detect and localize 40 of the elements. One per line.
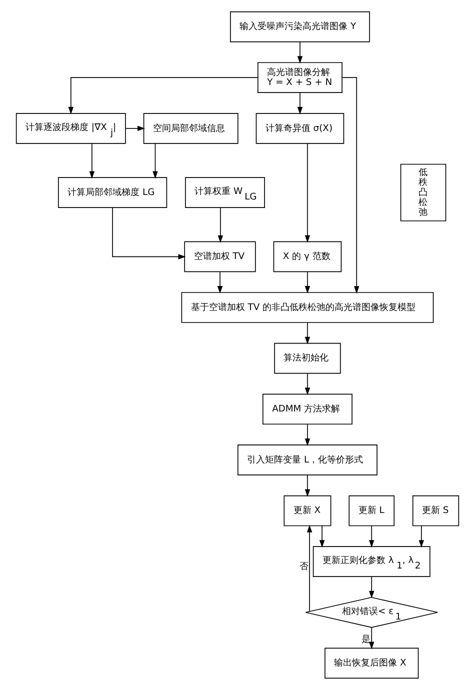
arrow: [368, 576, 374, 598]
node-box: 更新 S: [412, 495, 459, 526]
arrow: [341, 77, 359, 294]
node-box: 基于空谱加权 TV 的非凸低秩松弛的高光谱图像恢复模型: [180, 292, 434, 323]
edge-label: 是: [361, 634, 370, 646]
node-box: 计算奇异值 σ(X): [255, 113, 344, 144]
node-box: ADMM 方法求解: [262, 394, 352, 425]
arrow: [304, 143, 310, 243]
node-box: 更新 L: [348, 495, 394, 526]
arrow: [304, 322, 310, 344]
node-box: 引入矩阵变量 L，化等价形式: [237, 444, 377, 476]
node-box: 空谱加权 TV: [184, 241, 256, 272]
edge-label: 否: [299, 560, 308, 572]
node-box: 低秩凸松弛: [400, 164, 446, 222]
arrow: [216, 272, 222, 294]
node-box: 输入受噪声污染高光谱图像 Y: [230, 11, 370, 42]
arrow: [304, 272, 310, 294]
node-box: 更新 X: [283, 495, 331, 526]
node-box: 输出恢复后图像 X: [324, 648, 418, 679]
node-box: 计算局部邻域梯度 LG: [57, 177, 167, 208]
arrow: [306, 524, 312, 612]
node-box: X 的 γ 范数: [272, 241, 342, 272]
arrow: [152, 143, 158, 179]
arrow: [296, 42, 302, 64]
arrow: [318, 526, 324, 548]
arrow: [88, 143, 94, 179]
arrow: [304, 474, 310, 497]
arrow: [368, 627, 374, 650]
arrow: [304, 373, 310, 396]
arrow: [124, 126, 145, 132]
arrow: [68, 77, 258, 114]
arrow: [368, 526, 374, 548]
arrow: [418, 526, 424, 548]
node-box: 高光谱图像分解 Y = X + S + N: [257, 62, 342, 94]
arrow: [304, 424, 310, 446]
node-box: 空间局部邻域信息: [142, 113, 238, 144]
arrow: [112, 207, 186, 260]
arrow: [296, 92, 302, 114]
node-box: 算法初始化: [274, 342, 340, 374]
arrow: [217, 207, 223, 243]
